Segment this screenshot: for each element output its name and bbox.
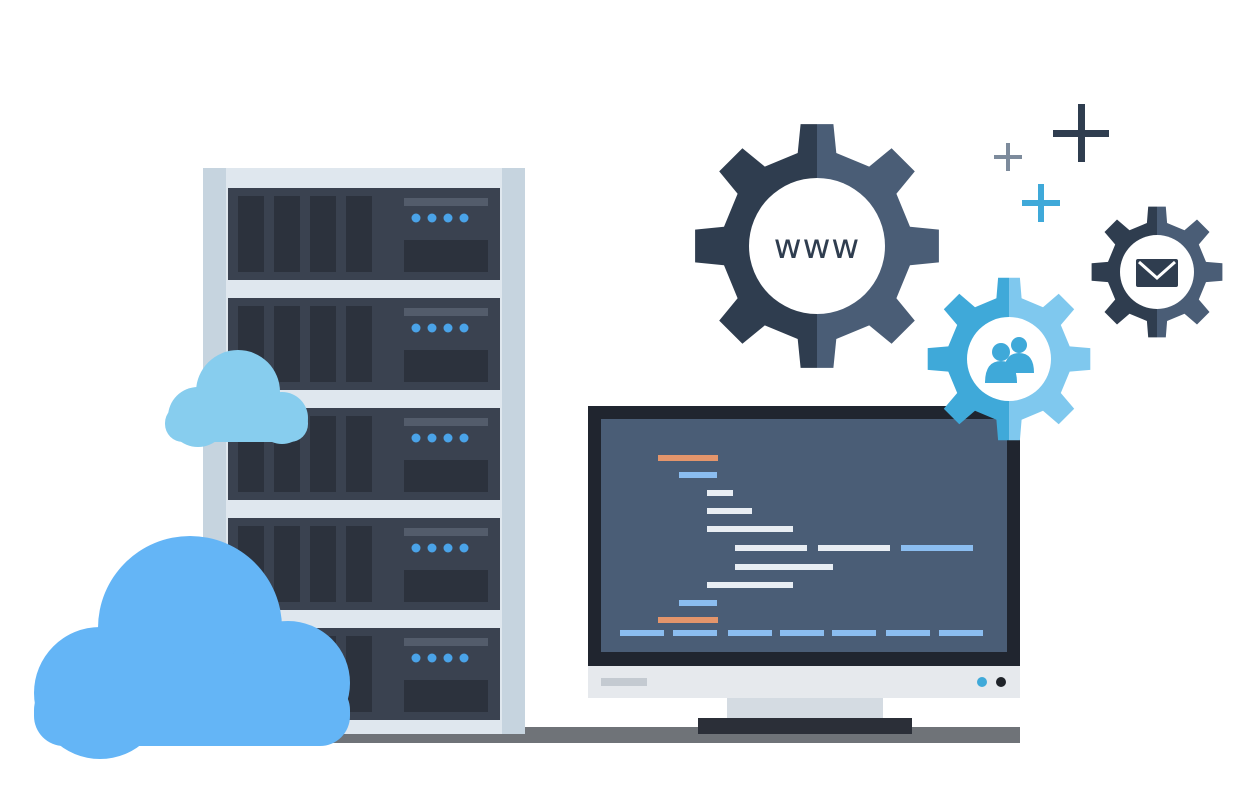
- status-led: [459, 433, 469, 443]
- status-led: [411, 433, 421, 443]
- plus-icon-blue: [1022, 184, 1060, 222]
- unit-panel: [404, 570, 488, 602]
- drive-bay: [310, 196, 336, 272]
- users-icon: [985, 337, 1034, 383]
- users-gear-icon: [927, 277, 1091, 441]
- status-led: [443, 213, 453, 223]
- status-led: [443, 543, 453, 553]
- drive-bay: [310, 416, 336, 492]
- status-led: [411, 543, 421, 553]
- status-led: [411, 323, 421, 333]
- gear-www-icon: www: [695, 124, 939, 368]
- unit-panel: [404, 460, 488, 492]
- code-line: [728, 630, 772, 636]
- code-line: [735, 564, 833, 570]
- unit-strip: [404, 528, 488, 536]
- code-lines: [620, 455, 983, 636]
- mail-gear-icon: [1091, 206, 1223, 338]
- envelope-icon: [1136, 259, 1178, 287]
- drive-bay: [274, 306, 300, 382]
- status-led: [459, 543, 469, 553]
- drive-bay: [346, 416, 372, 492]
- code-line: [673, 630, 717, 636]
- code-line: [735, 545, 807, 551]
- gear-www-hub: [749, 178, 885, 314]
- gear-www-label: www: [774, 227, 860, 267]
- code-line: [939, 630, 983, 636]
- status-led: [427, 433, 437, 443]
- status-led: [459, 213, 469, 223]
- cloud-icon-large: [34, 536, 350, 759]
- status-led: [411, 653, 421, 663]
- code-line: [886, 630, 930, 636]
- status-led: [427, 213, 437, 223]
- monitor-stand-base: [698, 718, 912, 734]
- code-line: [707, 508, 752, 514]
- status-led: [459, 323, 469, 333]
- unit-panel: [404, 350, 488, 382]
- drive-bay: [310, 306, 336, 382]
- drive-bay: [274, 196, 300, 272]
- code-line: [658, 455, 718, 461]
- code-line: [707, 582, 793, 588]
- monitor-led-black: [996, 677, 1006, 687]
- drive-bay: [346, 306, 372, 382]
- cloud-icon-small: [165, 350, 308, 447]
- monitor-chin-slot: [601, 678, 647, 686]
- unit-strip: [404, 638, 488, 646]
- unit-panel: [404, 680, 488, 712]
- status-led: [427, 323, 437, 333]
- unit-strip: [404, 308, 488, 316]
- drive-bay: [310, 526, 336, 602]
- status-led: [443, 323, 453, 333]
- drive-bay: [346, 526, 372, 602]
- unit-panel: [404, 240, 488, 272]
- drive-bay: [274, 526, 300, 602]
- monitor-led-blue: [977, 677, 987, 687]
- drive-bay: [346, 196, 372, 272]
- status-led: [459, 653, 469, 663]
- status-led: [443, 433, 453, 443]
- status-led: [443, 653, 453, 663]
- unit-strip: [404, 418, 488, 426]
- monitor-icon: [588, 406, 1020, 734]
- code-line: [679, 472, 717, 478]
- code-line: [832, 630, 876, 636]
- drive-bay: [346, 636, 372, 712]
- code-line: [707, 526, 793, 532]
- monitor-chin: [588, 666, 1020, 698]
- plus-icon-small: [994, 143, 1022, 171]
- code-line: [658, 617, 718, 623]
- plus-icon-large: [1053, 104, 1109, 162]
- code-line: [818, 545, 890, 551]
- code-line: [707, 490, 733, 496]
- status-led: [427, 543, 437, 553]
- status-led: [427, 653, 437, 663]
- code-line: [901, 545, 973, 551]
- code-line: [620, 630, 664, 636]
- code-line: [679, 600, 717, 606]
- code-line: [780, 630, 824, 636]
- status-led: [411, 213, 421, 223]
- drive-bay: [238, 196, 264, 272]
- unit-strip: [404, 198, 488, 206]
